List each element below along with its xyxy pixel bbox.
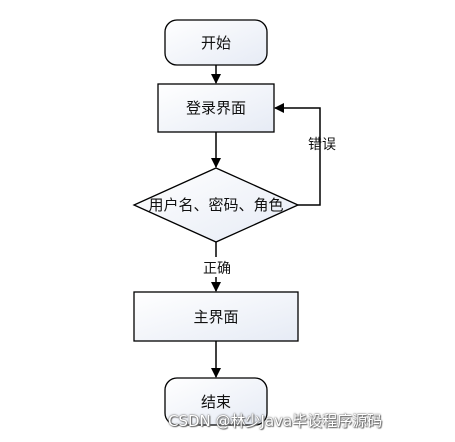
start-node-label: 开始 — [201, 34, 231, 52]
credential-check-label: 用户名、密码、角色 — [148, 196, 283, 214]
end-node: 结束 — [164, 377, 268, 426]
credential-check-decision: 用户名、密码、角色 — [132, 167, 300, 243]
arrow-error-loop — [274, 103, 321, 206]
correct-edge-label: 正确 — [203, 261, 231, 277]
csdn-watermark: CSDN @林少Java毕设程序源码 — [168, 412, 383, 430]
login-node-label: 登录界面 — [186, 99, 246, 117]
end-node-label: 结束 — [201, 393, 231, 411]
start-node: 开始 — [164, 19, 268, 66]
main-node-label: 主界面 — [193, 308, 238, 326]
login-node: 登录界面 — [157, 83, 275, 133]
error-edge-label: 错误 — [308, 137, 336, 153]
main-node: 主界面 — [133, 291, 299, 342]
correct-label-bg — [199, 257, 235, 277]
